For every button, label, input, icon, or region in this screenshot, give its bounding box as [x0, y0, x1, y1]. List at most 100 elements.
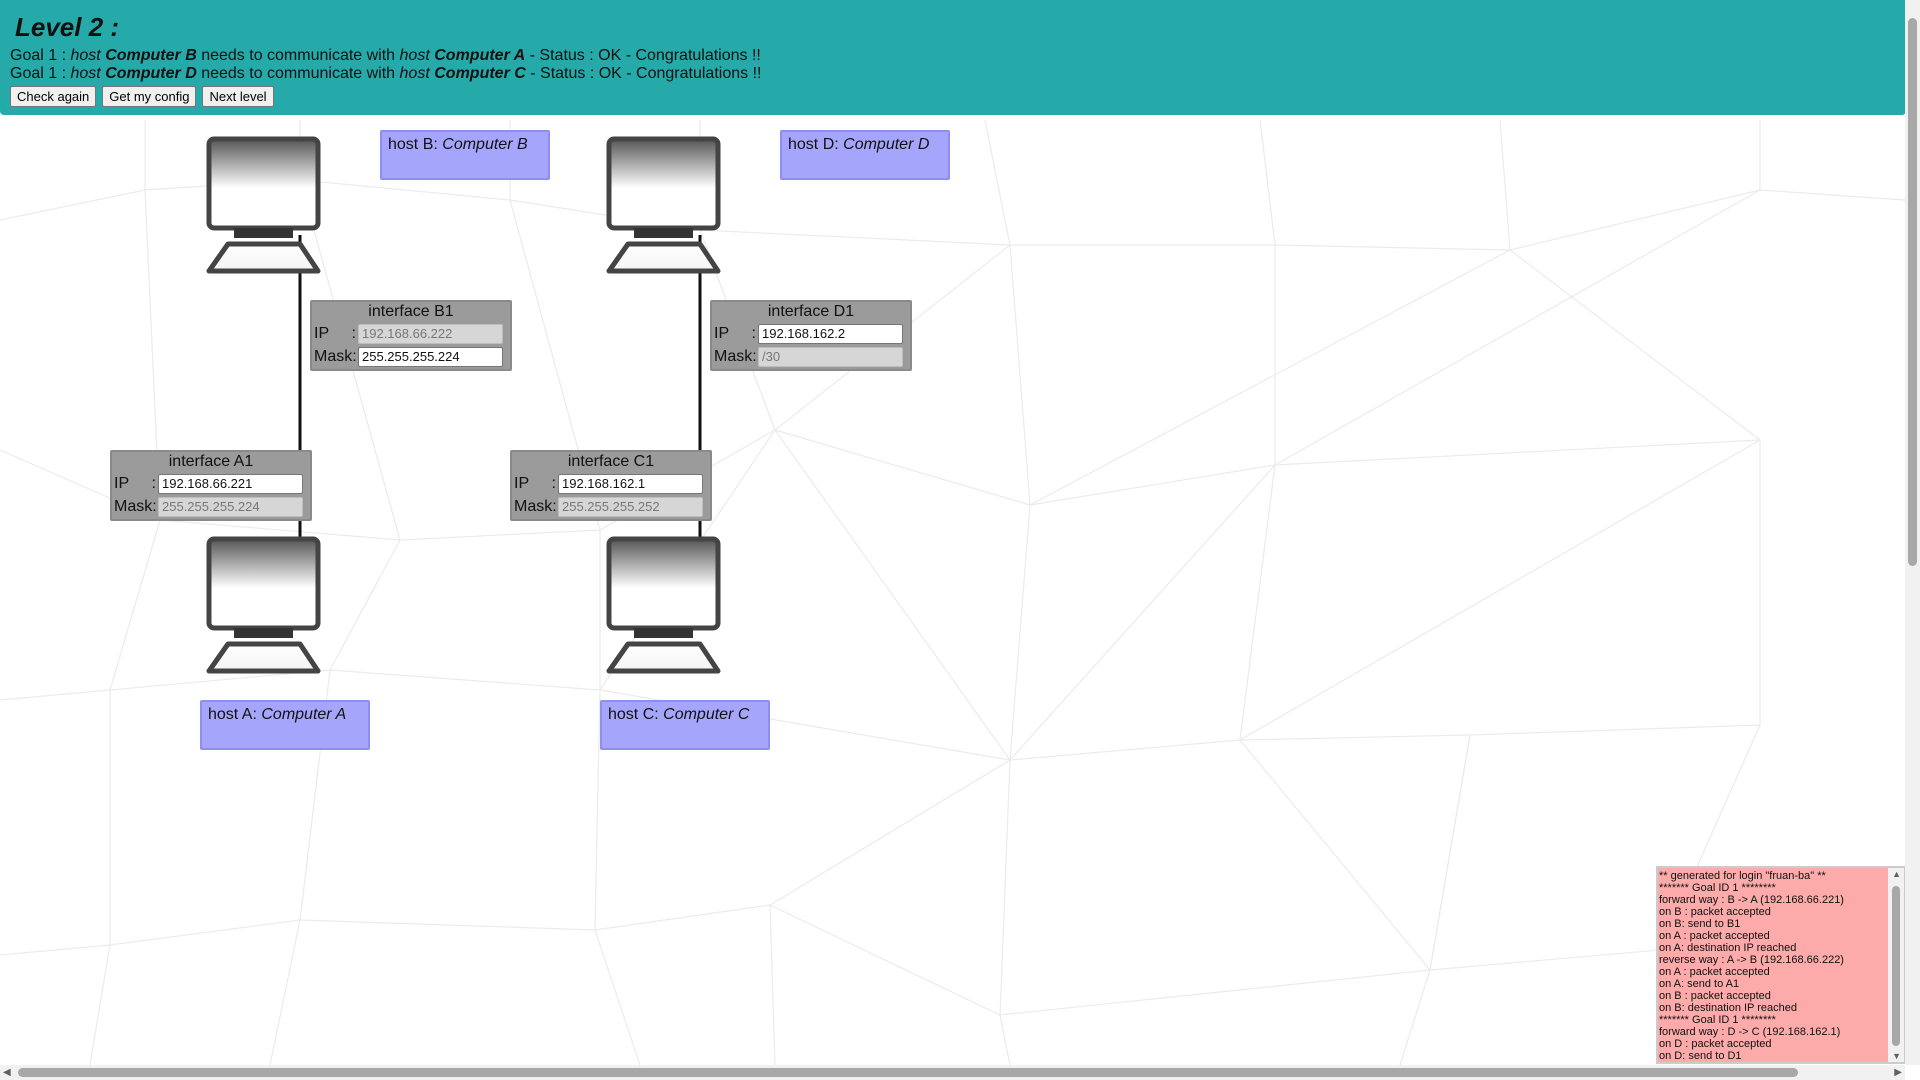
- interface-title: interface C1: [567, 453, 655, 470]
- mesh-line: [594, 904, 771, 931]
- mesh-line: [1239, 439, 1761, 741]
- interface-b1-mask-field[interactable]: [358, 346, 503, 367]
- interface-c1-ip-field[interactable]: [558, 473, 703, 494]
- console-line: ** generated for login "fruan-ba" **: [1659, 870, 1826, 882]
- interface-c1-mask-field: [558, 496, 703, 517]
- mesh-line: [999, 1014, 1011, 1066]
- host-label-b[interactable]: host B: Computer B: [380, 130, 550, 180]
- console-line: on D : packet accepted: [1659, 1038, 1772, 1050]
- scroll-left-arrow-icon[interactable]: ◀: [3, 1067, 11, 1078]
- mesh-line: [774, 429, 1011, 761]
- computer-icon[interactable]: [609, 139, 718, 271]
- console-line: on B: destination IP reached: [1659, 1002, 1798, 1014]
- mesh-line: [999, 759, 1011, 1016]
- mask-label: Mask: [114, 497, 153, 515]
- console-text: ** generated for login "fruan-ba" ******…: [1658, 870, 1886, 1062]
- mesh-line: [269, 919, 301, 1066]
- mesh-line: [89, 944, 111, 1066]
- mesh-line: [1759, 189, 1906, 201]
- mesh-line: [594, 929, 641, 1066]
- page-horizontal-scroll-thumb[interactable]: [18, 1068, 1798, 1077]
- mesh-line: [1239, 739, 1431, 971]
- mesh-line: [769, 904, 1001, 1016]
- mesh-line: [1239, 734, 1471, 741]
- mesh-line: [1009, 464, 1276, 761]
- interface-b1-ip-field: [358, 323, 503, 344]
- mesh-line: [109, 519, 161, 691]
- interface-d1-panel: interface D1 IP: Mask:: [710, 300, 912, 371]
- computer-icon[interactable]: [609, 539, 718, 671]
- console-scrollbar[interactable]: ▲ ▼: [1888, 868, 1904, 1062]
- goal-status-line: Goal 1 : host Computer D needs to commun…: [10, 65, 762, 82]
- console-line: forward way : D -> C (192.168.162.1): [1659, 1026, 1841, 1038]
- scroll-up-arrow-icon[interactable]: ▲: [1892, 869, 1901, 879]
- interface-a1-panel: interface A1 IP: Mask:: [110, 450, 312, 521]
- computer-icon[interactable]: [209, 539, 318, 671]
- console-line: on D: send to D1: [1659, 1050, 1742, 1062]
- mesh-line: [1399, 969, 1431, 1066]
- mesh-line: [0, 944, 111, 956]
- console-line: ******* Goal ID 1 ********: [1659, 1014, 1776, 1026]
- mesh-line: [769, 759, 1011, 906]
- console-scroll-thumb[interactable]: [1892, 886, 1900, 1046]
- mesh-line: [299, 919, 596, 931]
- mesh-line: [1274, 189, 1761, 466]
- ip-label: IP: [114, 474, 130, 492]
- interface-a1-mask-field: [158, 496, 303, 517]
- mesh-line: [1239, 464, 1276, 741]
- console-line: ******* Goal ID 1 ********: [1659, 882, 1776, 894]
- interface-title: interface B1: [368, 303, 454, 320]
- console-line: on B : packet accepted: [1659, 990, 1771, 1002]
- page-vertical-scroll-thumb[interactable]: [1908, 18, 1917, 566]
- interface-d1-ip-field[interactable]: [758, 323, 903, 344]
- mesh-line: [1259, 119, 1276, 246]
- mesh-line: [1429, 734, 1471, 971]
- check-again-button[interactable]: Check again: [10, 86, 97, 107]
- computer-icon[interactable]: [209, 139, 318, 271]
- console-line: on A : packet accepted: [1659, 966, 1770, 978]
- mesh-line: [0, 689, 111, 701]
- console-line: on A: destination IP reached: [1659, 942, 1797, 954]
- console-line: on B : packet accepted: [1659, 906, 1771, 918]
- ip-label: IP: [314, 324, 330, 342]
- mesh-line: [1509, 249, 1761, 441]
- mesh-line: [1469, 724, 1761, 736]
- console-log[interactable]: ** generated for login "fruan-ba" ******…: [1656, 866, 1906, 1064]
- mesh-line: [594, 689, 601, 931]
- scroll-right-arrow-icon[interactable]: ▶: [1894, 1067, 1902, 1078]
- host-label-c[interactable]: host C: Computer C: [600, 700, 770, 750]
- next-level-button[interactable]: Next level: [202, 86, 274, 107]
- goal-status-line: Goal 1 : host Computer B needs to commun…: [10, 47, 761, 64]
- mesh-line: [774, 429, 1031, 506]
- page-horizontal-scrollbar[interactable]: ◀ ▶: [0, 1065, 1905, 1080]
- console-line: reverse way : A -> B (192.168.66.222): [1659, 954, 1844, 966]
- ip-label: IP: [514, 474, 530, 492]
- mesh-line: [1009, 504, 1031, 761]
- mesh-line: [1029, 464, 1276, 506]
- mesh-line: [109, 919, 301, 946]
- interface-a1-ip-field[interactable]: [158, 473, 303, 494]
- level-header: Level 2 : Goal 1 : host Computer B needs…: [0, 0, 1906, 115]
- console-line: forward way : B -> A (192.168.66.221): [1659, 894, 1844, 906]
- mesh-line: [984, 119, 1011, 246]
- ip-label: IP: [714, 324, 730, 342]
- level-title: Level 2 :: [15, 12, 120, 42]
- mesh-line: [1509, 189, 1761, 251]
- console-line: on A: send to A1: [1659, 978, 1740, 990]
- host-label-a[interactable]: host A: Computer A: [200, 700, 370, 750]
- page-vertical-scrollbar[interactable]: [1905, 0, 1920, 1065]
- interface-title: interface D1: [767, 303, 855, 320]
- mesh-line: [329, 539, 401, 671]
- mesh-line: [329, 669, 601, 691]
- mesh-line: [159, 519, 401, 541]
- mesh-line: [1274, 439, 1761, 466]
- mesh-line: [399, 529, 601, 541]
- scroll-down-arrow-icon[interactable]: ▼: [1892, 1051, 1901, 1061]
- interface-c1-panel: interface C1 IP: Mask:: [510, 450, 712, 521]
- host-label-d[interactable]: host D: Computer D: [780, 130, 950, 180]
- mask-label: Mask: [714, 347, 753, 365]
- mesh-line: [1274, 244, 1511, 251]
- mesh-line: [299, 179, 511, 201]
- get-my-config-button[interactable]: Get my config: [102, 86, 197, 107]
